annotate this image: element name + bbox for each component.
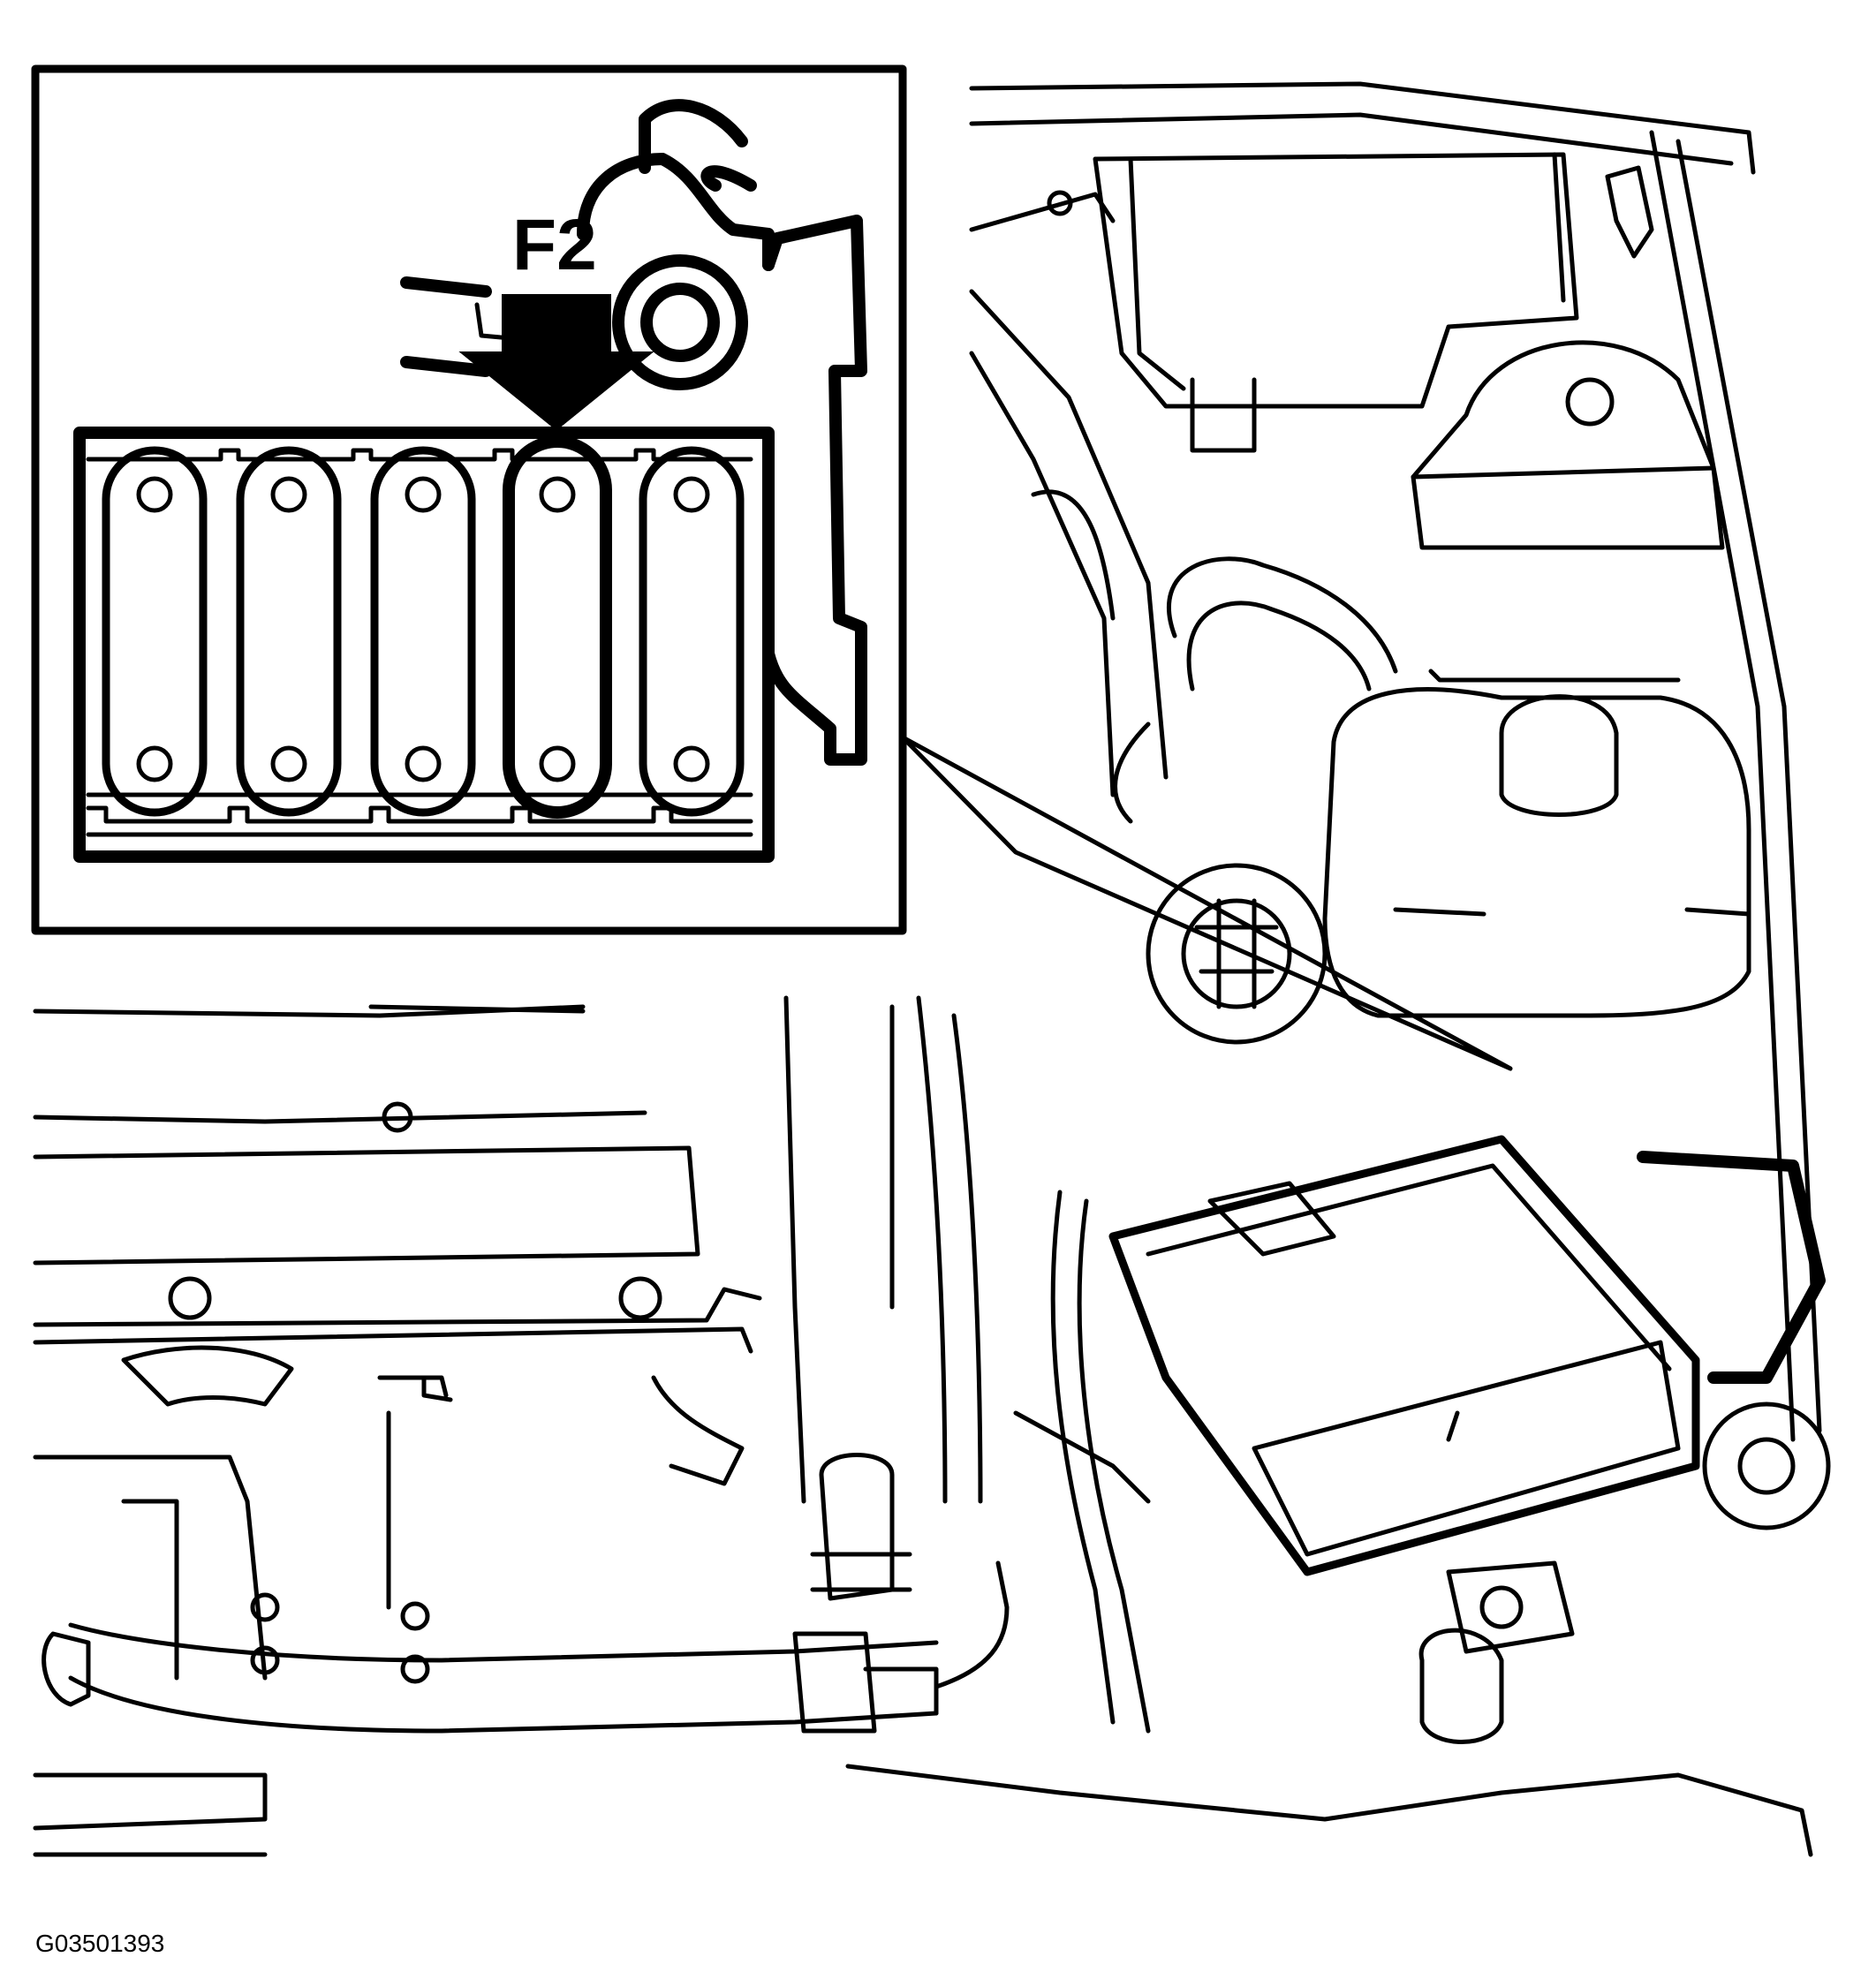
fuse-5 (639, 446, 745, 817)
callout-arrow (458, 294, 654, 431)
engine-bay-illustration (845, 81, 1831, 1857)
fuse-4-highlighted (503, 435, 612, 819)
fuse-2 (236, 446, 342, 817)
figure-code: G03501393 (35, 1930, 164, 1957)
fuse-3 (370, 446, 476, 817)
inset-frame (31, 64, 907, 935)
terminal-nut (612, 254, 748, 390)
fuse-block-housing (73, 427, 775, 863)
fuse-1 (102, 446, 208, 817)
callout-label: F2 (512, 205, 597, 285)
callout-leader-line (900, 735, 1513, 1071)
inset-detail: F2 (31, 64, 907, 935)
engine-block-illustration (33, 995, 1010, 1857)
bracket-outline (762, 215, 867, 766)
